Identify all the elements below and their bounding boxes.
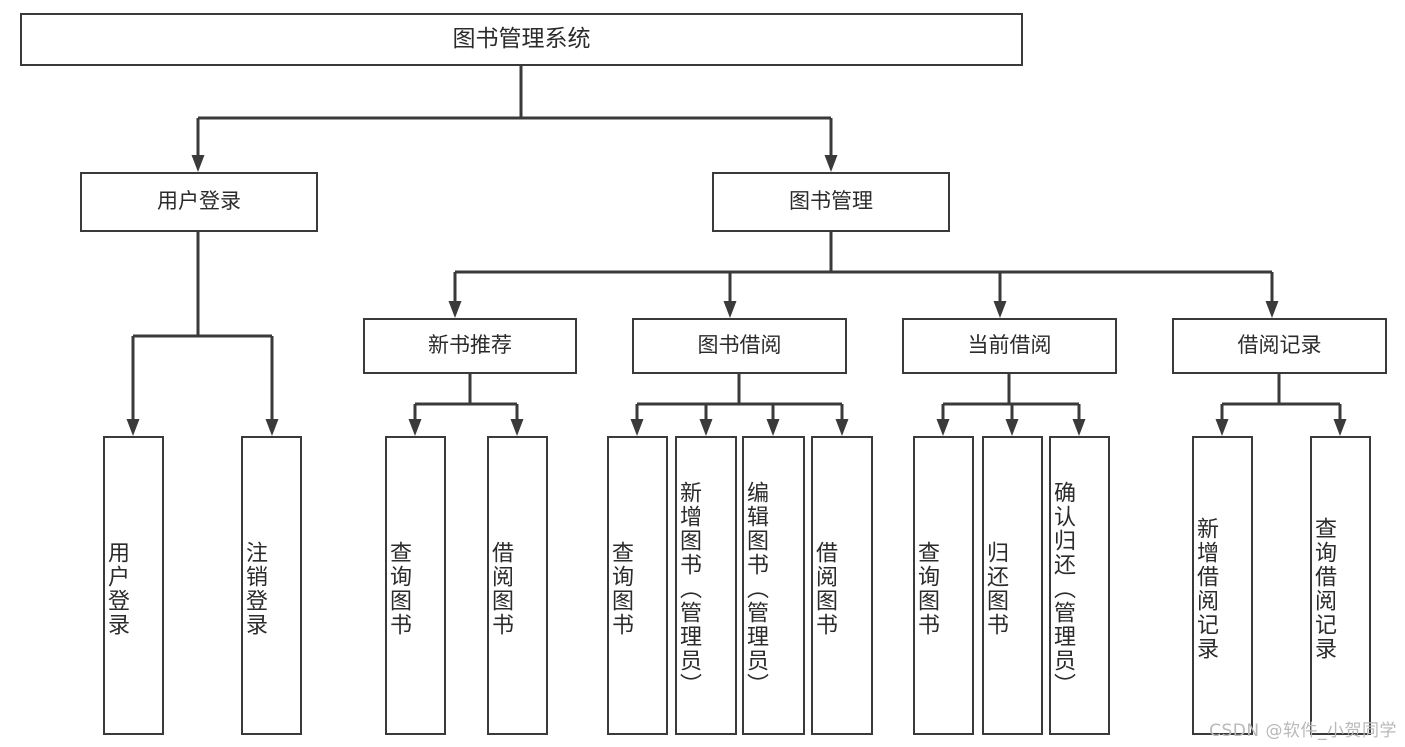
node-label: 查询图书 <box>386 540 411 637</box>
node-leaf-edit-book[interactable]: 编辑图书（管理员） <box>742 436 805 735</box>
connector-root-to-level2 <box>191 66 838 172</box>
node-label: 注销登录 <box>242 540 267 637</box>
node-label: 图书借阅 <box>697 333 782 358</box>
node-label: 借阅图书 <box>812 540 837 637</box>
node-label: 归还图书 <box>983 540 1008 637</box>
node-label: 查询借阅记录 <box>1311 516 1336 661</box>
node-leaf-add-record[interactable]: 新增借阅记录 <box>1192 436 1253 735</box>
node-label: 新书推荐 <box>428 333 512 358</box>
node-current-borrow[interactable]: 当前借阅 <box>902 318 1117 374</box>
connector-current-borrow-to-leaves <box>936 374 1086 436</box>
watermark-text: CSDN @软件_小贺同学 <box>1209 721 1397 741</box>
connector-new-book-recommend-to-leaves <box>408 374 524 436</box>
node-label: 借阅图书 <box>488 540 513 637</box>
node-root[interactable]: 图书管理系统 <box>20 13 1023 66</box>
node-leaf-query-book-3[interactable]: 查询图书 <box>913 436 974 735</box>
node-label: 当前借阅 <box>967 333 1052 358</box>
node-leaf-query-book-2[interactable]: 查询图书 <box>607 436 668 735</box>
node-label: 查询图书 <box>914 540 939 637</box>
node-label: 图书管理系统 <box>452 26 591 53</box>
node-label: 新增借阅记录 <box>1193 516 1218 661</box>
node-label: 借阅记录 <box>1237 333 1322 358</box>
node-leaf-add-book[interactable]: 新增图书（管理员） <box>675 436 737 735</box>
node-label: 编辑图书（管理员） <box>743 480 768 697</box>
node-borrow-record[interactable]: 借阅记录 <box>1172 318 1387 374</box>
connector-book-borrow-to-leaves <box>630 374 849 436</box>
node-label: 用户登录 <box>157 189 241 214</box>
connector-borrow-record-to-leaves <box>1215 374 1347 436</box>
node-book-borrow[interactable]: 图书借阅 <box>632 318 847 374</box>
node-book-manage[interactable]: 图书管理 <box>712 172 950 232</box>
node-label: 确认归还（管理员） <box>1050 480 1075 697</box>
node-label: 用户登录 <box>104 540 129 637</box>
node-leaf-return-book[interactable]: 归还图书 <box>982 436 1043 735</box>
node-leaf-borrow-book-1[interactable]: 借阅图书 <box>487 436 548 735</box>
node-label: 新增图书（管理员） <box>676 480 701 697</box>
node-leaf-query-book-1[interactable]: 查询图书 <box>385 436 446 735</box>
connector-book-manage-to-level3 <box>448 232 1279 318</box>
node-user-login[interactable]: 用户登录 <box>80 172 318 232</box>
node-leaf-query-record[interactable]: 查询借阅记录 <box>1310 436 1371 735</box>
node-leaf-confirm-return[interactable]: 确认归还（管理员） <box>1049 436 1110 735</box>
node-label: 图书管理 <box>789 189 873 214</box>
node-leaf-borrow-book-2[interactable]: 借阅图书 <box>811 436 873 735</box>
node-new-book-recommend[interactable]: 新书推荐 <box>363 318 577 374</box>
node-leaf-user-login[interactable]: 用户登录 <box>103 436 164 735</box>
node-label: 查询图书 <box>608 540 633 637</box>
connector-user-login-to-leaves <box>126 232 279 436</box>
node-leaf-logout[interactable]: 注销登录 <box>241 436 302 735</box>
